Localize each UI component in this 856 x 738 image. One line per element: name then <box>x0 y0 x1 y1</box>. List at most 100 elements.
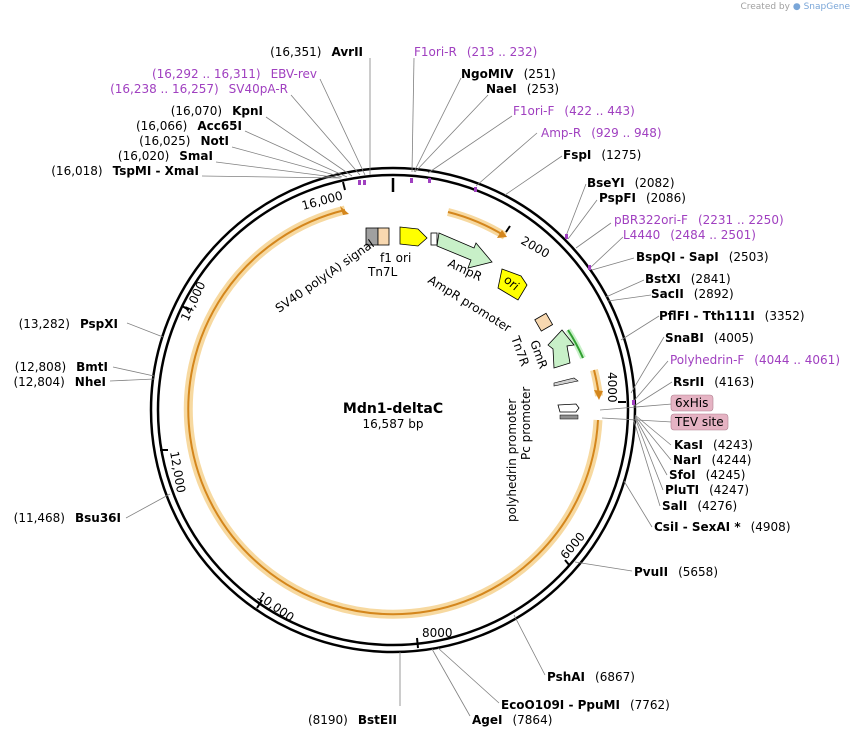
site-name: SV40pA-R <box>229 82 288 96</box>
site-pos: (16,292 .. 16,311) <box>152 67 261 81</box>
site-label: BspQI - SapI (2503) <box>636 250 769 264</box>
site-label: PspFI(2086) <box>599 191 686 205</box>
site-pos: (4044 .. 4061) <box>754 353 840 367</box>
orf-arc-amp-arrow <box>497 230 507 238</box>
site-name: SacII <box>651 287 684 301</box>
site-label: FspI(1275) <box>563 148 641 162</box>
site-name: Bsu36I <box>75 511 121 525</box>
site-pos: (2503) <box>729 250 769 264</box>
site-pos: (13,282) <box>19 317 70 331</box>
site-pos: (4244) <box>712 453 752 467</box>
tick-label: 14,000 <box>178 279 208 323</box>
site-pos: (12,808) <box>15 360 66 374</box>
site-name: BstXI <box>645 272 681 286</box>
tick-label: 4000 <box>605 372 619 403</box>
tag-tev: TEV site <box>674 415 724 429</box>
plasmid-length: 16,587 bp <box>362 417 423 431</box>
site-label: (16,020)SmaI <box>118 149 213 163</box>
site-pos: (929 .. 948) <box>591 126 661 140</box>
site-label: BstXI (2841) <box>645 272 731 286</box>
ampr-arrow <box>436 232 493 269</box>
site-name: AvrII <box>331 45 363 59</box>
site-label: BseYI(2082) <box>587 176 675 190</box>
site-pos: (12,804) <box>13 375 64 389</box>
f1-ori-arrow <box>399 226 428 247</box>
credit-brand: SnapGene <box>803 2 850 12</box>
site-pos: (8190) <box>308 713 348 727</box>
site-label: Polyhedrin-F (4044 .. 4061) <box>670 353 840 367</box>
left-labels: (16,351)AvrII (16,292 .. 16,311)EBV-rev … <box>13 45 397 727</box>
site-pos: (16,238 .. 16,257) <box>110 82 219 96</box>
site-label: SacII (2892) <box>651 287 734 301</box>
site-label: F1ori-R (213 .. 232) <box>414 45 537 59</box>
site-name: BmtI <box>76 360 108 374</box>
features <box>365 226 580 420</box>
site-pos: (7864) <box>512 713 552 727</box>
site-label: (16,351) AvrII <box>270 45 363 59</box>
site-name: Amp-R <box>541 126 581 140</box>
site-pos: (2484 .. 2501) <box>670 228 756 242</box>
tag-6xhis: 6xHis <box>675 396 708 410</box>
site-label: PluTI(4247) <box>665 483 749 497</box>
site-label: (16,025)NotI <box>139 134 229 148</box>
ampr-promoter-box <box>430 232 438 246</box>
site-name: NaeI <box>486 82 517 96</box>
site-pos: (2231 .. 2250) <box>698 213 784 227</box>
site-name: PflFI - Tth111I <box>659 309 755 323</box>
site-name: Polyhedrin-F <box>670 353 744 367</box>
plasmid-name: Mdn1-deltaC <box>343 401 443 417</box>
site-pos: (5658) <box>678 565 718 579</box>
site-name: NotI <box>201 134 230 148</box>
tick-label: 2000 <box>519 233 552 260</box>
site-label: (16,238 .. 16,257) SV40pA-R <box>110 82 288 96</box>
tick-label: 10,000 <box>254 589 296 625</box>
feature-label: Tn7R <box>508 333 532 368</box>
site-pos: (4005) <box>714 331 754 345</box>
feature-label: Pc promoter <box>519 387 533 460</box>
site-name: F1ori-R <box>414 45 457 59</box>
site-pos: (213 .. 232) <box>467 45 537 59</box>
site-label: SfoI(4245) <box>669 468 745 482</box>
site-label: (16,018)TspMI - XmaI <box>51 164 199 178</box>
polyhedrin-promoter-arrow <box>557 403 580 413</box>
site-name: KasI <box>674 438 703 452</box>
his-tag-box <box>559 414 579 420</box>
feature-label: GmR <box>527 338 550 370</box>
feature-label: SV40 poly(A) signal <box>273 237 377 316</box>
site-name: PshAI <box>547 670 585 684</box>
site-label: SalI(4276) <box>662 499 737 513</box>
site-pos: (2086) <box>646 191 686 205</box>
tag-tev-box <box>670 413 729 431</box>
site-label: AgeI (7864) <box>472 713 552 727</box>
site-name: PvuII <box>634 565 668 579</box>
site-name: Acc65I <box>197 119 242 133</box>
site-name: SfoI <box>669 468 696 482</box>
backbone-outer <box>149 166 637 654</box>
site-label: F1ori-F(422 .. 443) <box>513 104 635 118</box>
snapgene-credit: Created by ● SnapGene <box>740 2 850 12</box>
gmr-arrow <box>547 329 575 369</box>
site-label: NgoMIV(251) <box>461 67 556 81</box>
site-pos: (2892) <box>694 287 734 301</box>
site-label: NarI(4244) <box>673 453 751 467</box>
orf-arc-large-line <box>187 209 599 616</box>
site-pos: (4247) <box>709 483 749 497</box>
orf-arc-gm-arrow <box>594 390 603 400</box>
site-name: RsrII <box>673 375 704 389</box>
feature-label: polyhedrin promoter <box>505 399 519 522</box>
site-label: (16,066)Acc65I <box>136 119 242 133</box>
orf-arc-gm2-line <box>567 329 584 359</box>
site-name: EBV-rev <box>271 67 317 81</box>
site-label: SnaBI (4005) <box>665 331 754 345</box>
primer-marks <box>358 178 635 405</box>
site-name: BseYI <box>587 176 625 190</box>
site-name: SnaBI <box>665 331 704 345</box>
feature-label: f1 ori <box>380 251 411 265</box>
site-name: AgeI <box>472 713 502 727</box>
orf-arc-amp <box>446 208 508 240</box>
site-pos: (7762) <box>630 698 670 712</box>
site-pos: (2841) <box>691 272 731 286</box>
site-pos: (16,351) <box>270 45 321 59</box>
site-name: BspQI - SapI <box>636 250 719 264</box>
tn7r-box <box>534 312 554 332</box>
